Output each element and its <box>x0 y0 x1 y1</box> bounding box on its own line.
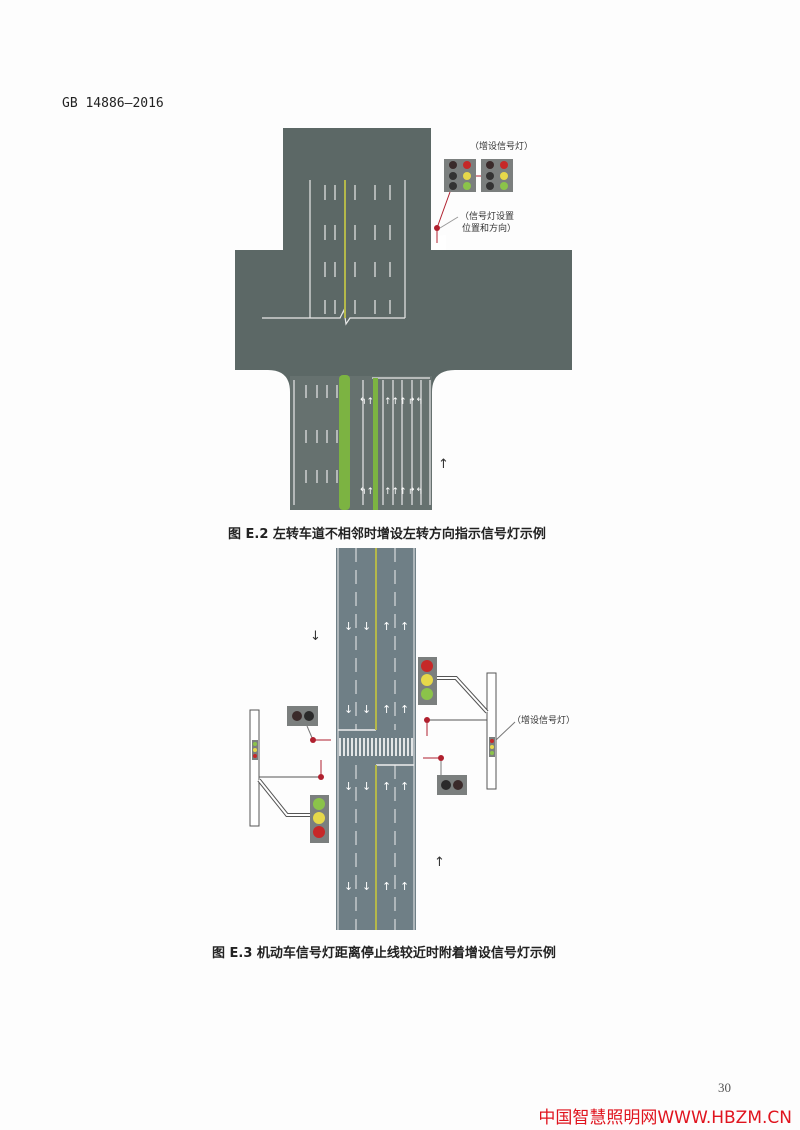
added-signal-heads <box>434 159 513 243</box>
svg-text:↑: ↑ <box>382 703 391 716</box>
page-number: 30 <box>718 1080 731 1095</box>
svg-text:↑: ↑ <box>382 620 391 633</box>
svg-text:↑↑↑: ↑↑↑ <box>384 487 407 497</box>
label-signal-position-1: （信号灯设置 <box>460 212 515 222</box>
direction-arrow-icon: ↓ <box>310 629 321 644</box>
svg-text:↓: ↓ <box>344 703 353 716</box>
figure-e3-caption: 图 E.3 机动车信号灯距离停止线较近时附着增设信号灯示例 <box>212 946 556 961</box>
svg-text:↑: ↑ <box>400 780 409 793</box>
svg-text:↑: ↑ <box>400 703 409 716</box>
svg-text:↑: ↑ <box>382 780 391 793</box>
svg-text:↑↑↑: ↑↑↑ <box>384 397 407 407</box>
label-added-signal: （增设信号灯） <box>470 142 534 152</box>
left-signal-pole <box>249 706 331 843</box>
median-green <box>373 378 378 510</box>
median-green <box>339 375 350 510</box>
label-signal-position-2: 位置和方向） <box>462 224 517 234</box>
watermark: 中国智慧照明网WWW.HBZM.CN <box>538 1108 792 1128</box>
svg-text:↓: ↓ <box>362 780 371 793</box>
standard-number: GB 14886—2016 <box>62 96 164 111</box>
svg-text:↑: ↑ <box>400 880 409 893</box>
road-fig-e3: ↓ ↓ ↑ ↑ ↓ ↓ ↑ ↑ ↓ ↓ ↑ ↑ ↓ ↓ ↑ ↑ <box>336 548 416 930</box>
direction-arrow-icon: ↑ <box>438 457 449 472</box>
svg-text:↰↑: ↰↑ <box>359 397 374 407</box>
svg-text:↓: ↓ <box>344 780 353 793</box>
svg-text:↰↑: ↰↑ <box>359 487 374 497</box>
svg-text:↑: ↑ <box>382 880 391 893</box>
label-added-signal-e3: （增设信号灯） <box>512 716 576 726</box>
svg-text:↱↰: ↱↰ <box>408 487 423 497</box>
svg-text:↓: ↓ <box>362 880 371 893</box>
lane-lines <box>262 180 431 505</box>
lane-arrows: ↰↑↑↑↑↱↰ ↰↑↑↑↑↱↰ <box>359 397 423 497</box>
svg-text:↱↰: ↱↰ <box>408 397 423 407</box>
svg-text:↓: ↓ <box>344 880 353 893</box>
right-signal-pole <box>418 657 516 795</box>
intersection-road <box>235 128 572 510</box>
direction-arrow-icon: ↑ <box>434 855 445 870</box>
svg-text:↓: ↓ <box>362 620 371 633</box>
figure-e2-caption: 图 E.2 左转车道不相邻时增设左转方向指示信号灯示例 <box>228 527 546 542</box>
svg-text:↓: ↓ <box>362 703 371 716</box>
svg-text:↑: ↑ <box>400 620 409 633</box>
svg-text:↓: ↓ <box>344 620 353 633</box>
